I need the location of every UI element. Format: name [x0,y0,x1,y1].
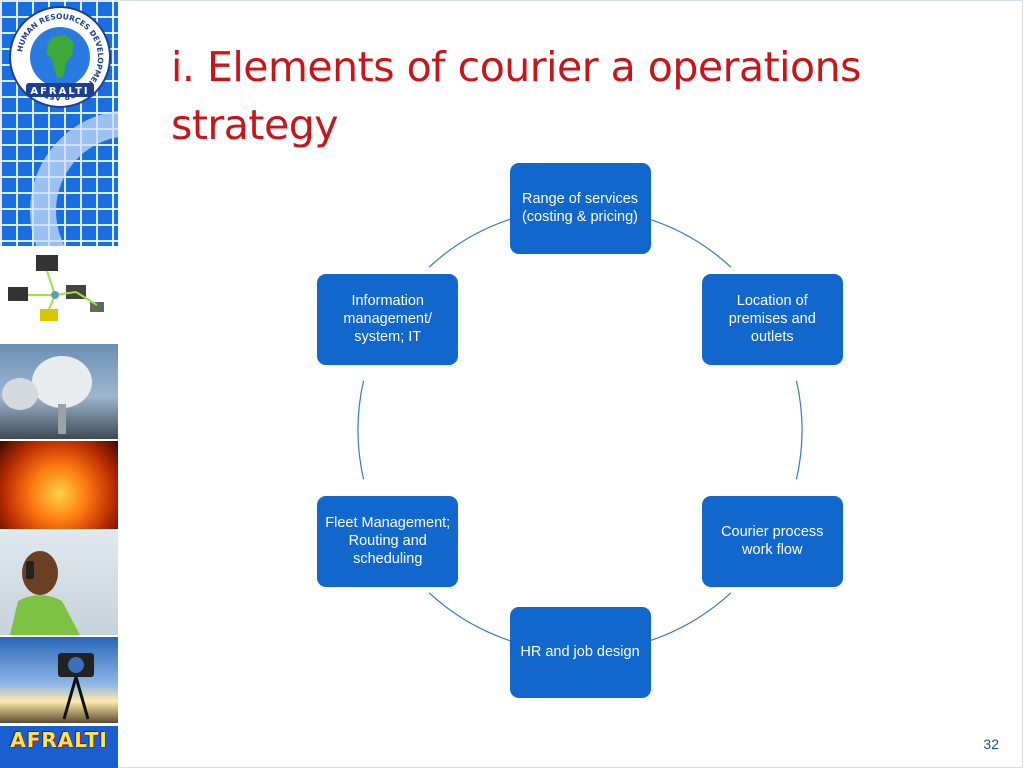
cycle-node-5: Fleet Management; Routing and scheduling [317,495,459,587]
cycle-node-2: Location of premises and outlets [701,273,843,365]
woman-on-phone-image [0,531,118,635]
brand-box [0,726,118,768]
decorative-arc [30,110,118,246]
cycle-node-1: Range of services (costing & pricing) [509,162,651,254]
left-decor-strip: HUMAN RESOURCES DEVELOPMENT FOR AFRICA A… [0,0,118,768]
cycle-node-6: Information management/ system; IT [317,273,459,365]
network-devices-image [0,247,118,342]
fiber-optics-image [0,441,118,529]
cycle-node-3: Courier process work flow [701,495,843,587]
logo-banner-text: AFRALTI [30,86,89,97]
page-number: 32 [983,736,999,752]
camera-sky-image [0,637,118,723]
satellite-dish-image [0,344,118,439]
cycle-node-4: HR and job design [509,606,651,698]
afralti-seal-logo: HUMAN RESOURCES DEVELOPMENT FOR AFRICA A… [9,6,111,108]
afralti-brand-label: AFRALTI [10,728,108,752]
slide-title: i. Elements of courier a operations stra… [171,43,862,149]
